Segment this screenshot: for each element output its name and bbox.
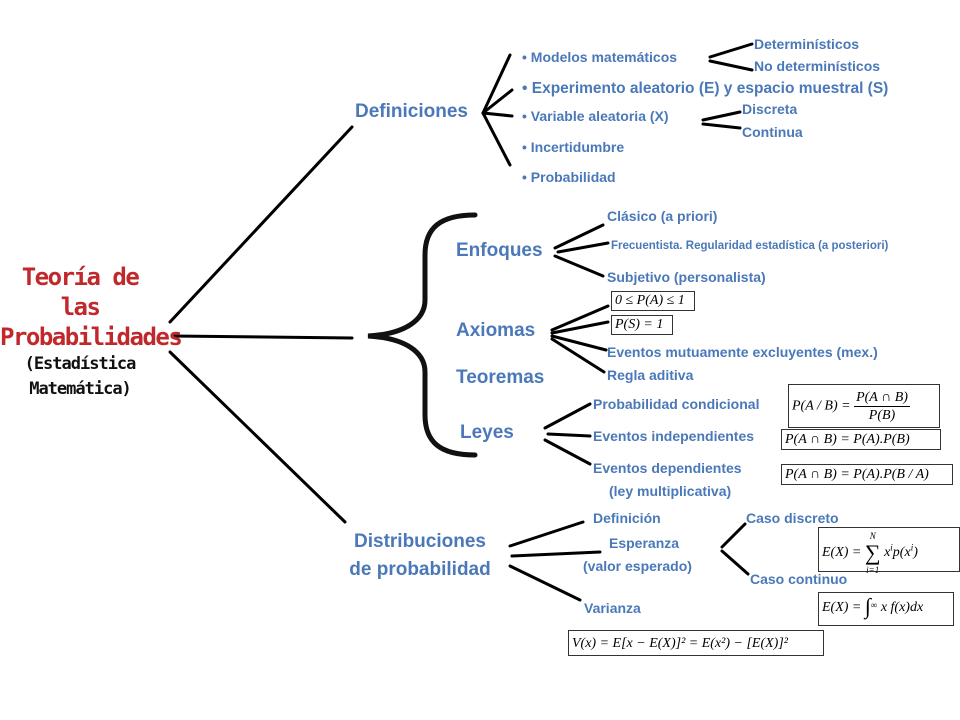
deterministicos-label: Determinísticos (754, 36, 860, 52)
root-title-line1: Teoría de las (21, 263, 140, 321)
caso-discreto-label: Caso discreto (746, 510, 839, 526)
root-title: Teoría de las Probabilidades (Estadístic… (0, 262, 183, 402)
definiciones-item: • Modelos matemáticos (522, 49, 678, 65)
definiciones-item: • Probabilidad (522, 169, 616, 185)
ley-eventos-dependientes: Eventos dependientes (593, 460, 742, 476)
definiciones-label: Definiciones (355, 101, 468, 122)
definiciones-item: • Variable aleatoria (X) (522, 108, 669, 124)
enfoque-clasico: Clásico (a priori) (607, 208, 718, 224)
enfoques-label: Enfoques (456, 240, 543, 261)
axiom-2-formula: P(S) = 1 (611, 315, 673, 335)
definiciones-item: • Experimento aleatorio (E) y espacio mu… (522, 80, 889, 97)
no-deterministicos-label: No determinísticos (754, 58, 881, 74)
discreta-label: Discreta (742, 101, 798, 117)
conditional-probability-formula: P(A / B) = P(A ∩ B)P(B) (788, 384, 940, 428)
distribuciones-label: Distribuciones de probabilidad (340, 528, 500, 584)
dist-valor-esperado: (valor esperado) (583, 558, 692, 574)
enfoque-subjetivo: Subjetivo (personalista) (607, 269, 766, 285)
enfoque-frecuentista: Frecuentista. Regularidad estadística (a… (611, 240, 889, 252)
discrete-expectation-formula: E(X) = N∑i=1 xip(xi) (818, 527, 960, 575)
caso-continuo-label: Caso continuo (750, 571, 848, 587)
axiom-regla-aditiva: Regla aditiva (607, 367, 694, 383)
curly-brace (367, 212, 478, 458)
ley-multiplicativa: (ley multiplicativa) (609, 483, 732, 499)
distribuciones-line1: Distribuciones (354, 531, 486, 552)
definiciones-item: • Incertidumbre (522, 139, 625, 155)
axiom-1-formula: 0 ≤ P(A) ≤ 1 (611, 291, 695, 311)
teoremas-label: Teoremas (456, 367, 545, 388)
axiom-mex: Eventos mutuamente excluyentes (mex.) (607, 344, 878, 360)
continuous-expectation-formula: E(X) = ∫∞ x f(x)dx (818, 592, 954, 626)
dependent-events-formula: P(A ∩ B) = P(A).P(B / A) (781, 464, 953, 485)
variance-formula: V(x) = E[x − E(X)]² = E(x²) − [E(X)]² (568, 630, 824, 656)
dist-definicion: Definición (593, 510, 661, 526)
dist-esperanza: Esperanza (609, 535, 680, 551)
continua-label: Continua (742, 124, 803, 140)
root-subtitle-line1: (Estadística (24, 354, 137, 374)
root-title-line2: Probabilidades (0, 323, 183, 351)
ley-probabilidad-condicional: Probabilidad condicional (593, 396, 760, 412)
ley-eventos-independientes: Eventos independientes (593, 428, 755, 444)
distribuciones-line2: de probabilidad (349, 559, 491, 580)
root-subtitle-line2: Matemática) (29, 379, 132, 399)
leyes-label: Leyes (460, 422, 514, 443)
independent-events-formula: P(A ∩ B) = P(A).P(B) (781, 429, 941, 450)
axiomas-label: Axiomas (456, 320, 536, 341)
dist-varianza: Varianza (584, 600, 641, 616)
